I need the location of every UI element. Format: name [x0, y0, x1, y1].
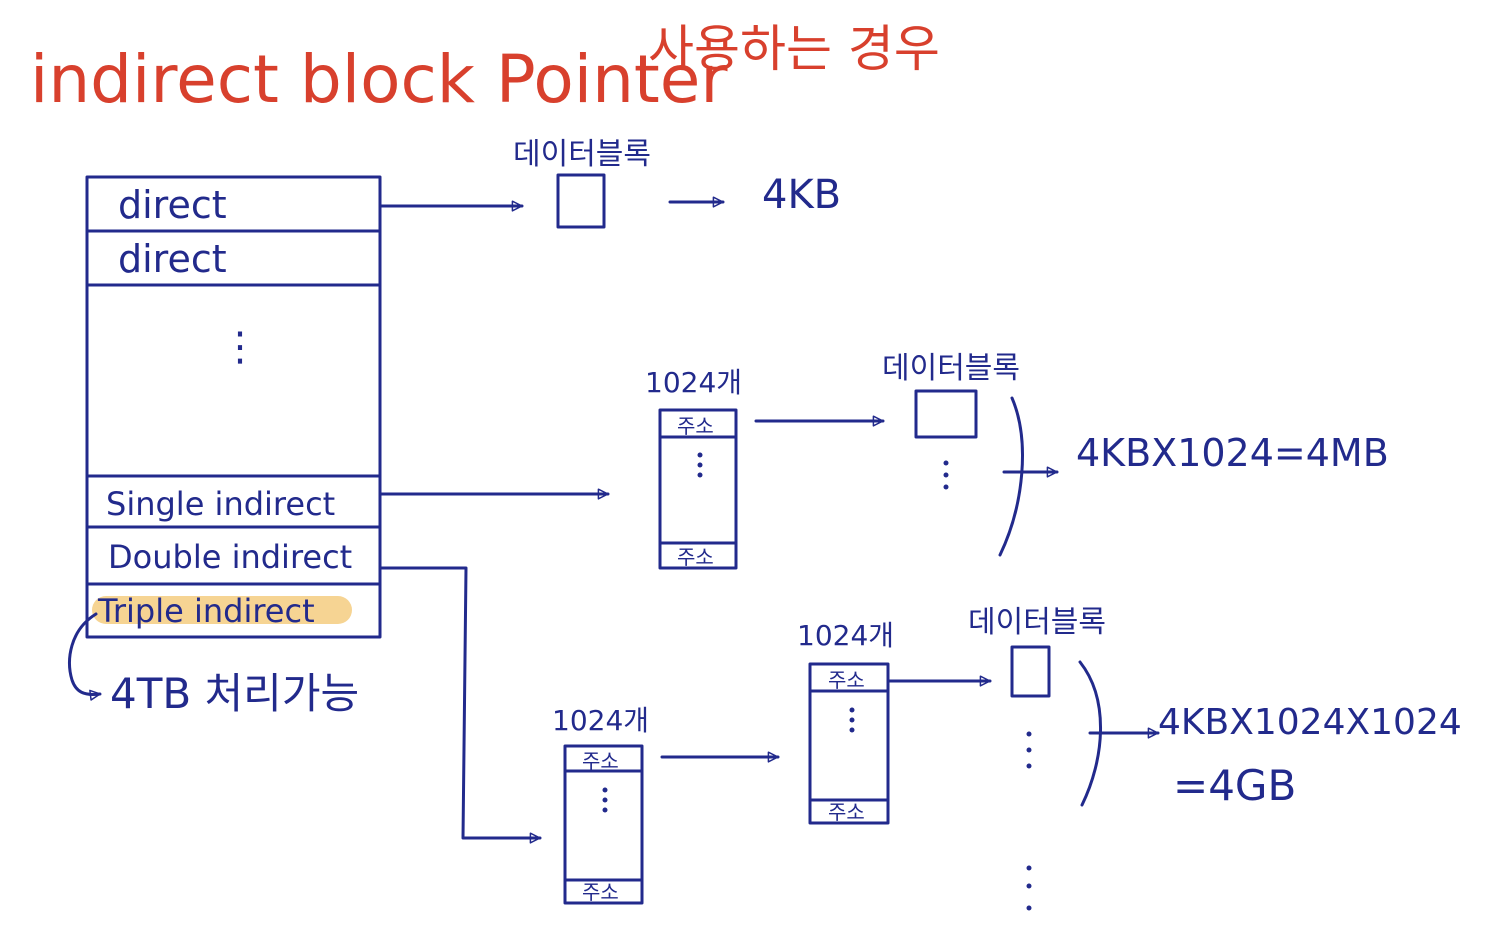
- inode-table-border: [85, 175, 382, 639]
- capacity-note-text: 4TB 처리가능: [110, 669, 359, 718]
- double-level2-block: [808, 662, 890, 825]
- inode-table: direct direct ⋮ Single indirect Double i…: [85, 175, 382, 639]
- direct-data-block: [556, 173, 606, 229]
- double-level1-cell-bottom: 주소: [582, 880, 619, 904]
- single-brace: [998, 396, 1024, 557]
- double-brace: [1078, 660, 1102, 807]
- capacity-note: 4TB 처리가능: [68, 612, 359, 718]
- double-level2-cell-bottom: 주소: [828, 800, 865, 824]
- double-indirect-arrow: [378, 566, 542, 844]
- double-level1-cell-top: 주소: [582, 749, 619, 773]
- double-block-label: 데이터블록: [968, 605, 1106, 640]
- row-ellipsis: ⋮: [220, 324, 260, 370]
- diagram-title: indirect block Pointer 사용하는 경우: [30, 20, 940, 118]
- double-level2-count: 1024개: [797, 619, 894, 652]
- single-cell-top: 주소: [677, 414, 714, 438]
- triple-indirect-highlight: [92, 596, 352, 624]
- single-cell-bottom: 주소: [677, 545, 714, 569]
- row-direct-2: direct: [118, 237, 227, 281]
- capacity-note-arrow: [68, 612, 102, 701]
- double-level1-block: [563, 744, 644, 905]
- row-double-indirect: Double indirect: [108, 538, 352, 576]
- row-direct-1: direct: [118, 183, 227, 227]
- single-count-label: 1024개: [645, 366, 742, 399]
- row-single-indirect: Single indirect: [106, 485, 335, 523]
- double-level1-count: 1024개: [552, 704, 649, 737]
- single-index-block: [658, 408, 738, 570]
- double-formula-line1: 4KBX1024X1024: [1158, 702, 1462, 743]
- direct-path: 데이터블록 4KB: [378, 137, 841, 229]
- row-triple-indirect: Triple indirect: [97, 592, 315, 630]
- double-level2-cell-top: 주소: [828, 668, 865, 692]
- title-korean: 사용하는 경우: [648, 20, 940, 78]
- direct-block-label: 데이터블록: [513, 137, 651, 172]
- single-block-label: 데이터블록: [882, 351, 1020, 386]
- double-formula-line2: =4GB: [1173, 761, 1296, 810]
- title-english: indirect block Pointer: [30, 41, 728, 118]
- single-data-block: [914, 389, 978, 439]
- single-formula: 4KBX1024=4MB: [1076, 431, 1389, 475]
- double-indirect-path: 1024개 주소 주소 1024개 주소 주소 데이터블록 4KBX1024X1…: [378, 566, 1462, 911]
- double-data-block: [1010, 645, 1051, 698]
- direct-size: 4KB: [762, 172, 841, 218]
- single-indirect-path: 1024개 주소 주소 데이터블록 4KBX1024=4MB: [378, 351, 1389, 570]
